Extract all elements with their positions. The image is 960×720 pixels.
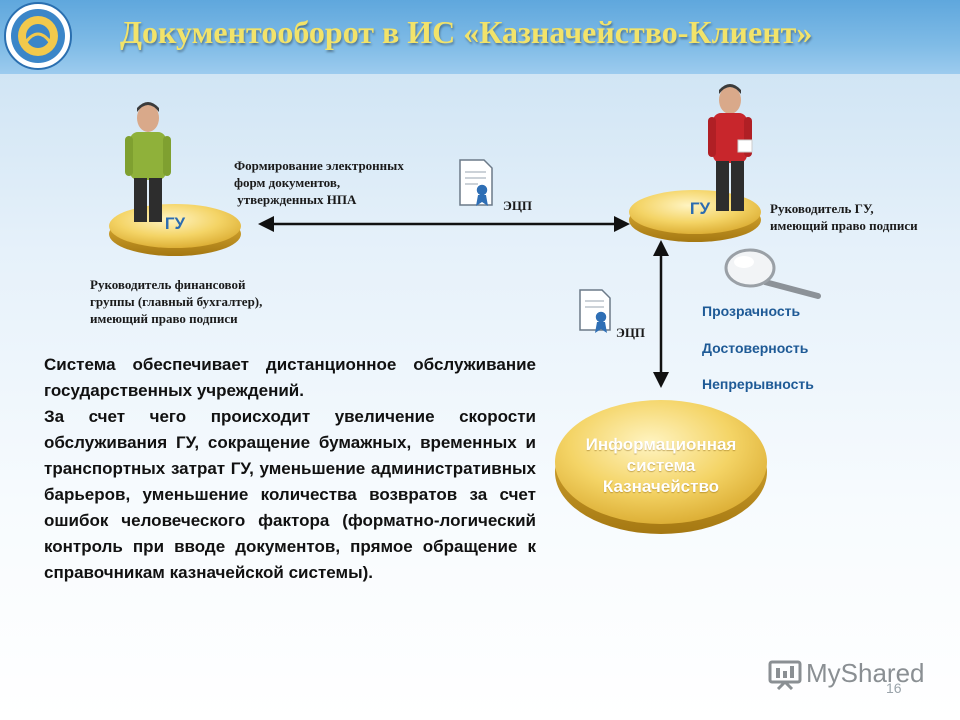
feature-reliability: Достоверность bbox=[702, 340, 809, 356]
page-title: Документооборот в ИС «Казначейство-Клиен… bbox=[120, 14, 813, 50]
left-person-caption: Руководитель финансовой группы (главный … bbox=[90, 276, 350, 327]
watermark-text: MyShared bbox=[806, 658, 925, 688]
vertical-double-arrow bbox=[653, 240, 669, 388]
description-paragraph: Система обеспечивает дистанционное обслу… bbox=[44, 355, 536, 400]
right-person-caption: Руководитель ГУ, имеющий право подписи bbox=[770, 200, 955, 234]
caption-line: имеющий право подписи bbox=[90, 311, 238, 326]
ecp-top-label: ЭЦП bbox=[503, 198, 533, 213]
person-left-figure bbox=[125, 102, 171, 222]
feature-transparency: Прозрачность bbox=[702, 303, 801, 319]
certificate-icon-top bbox=[459, 159, 493, 206]
page-number: 16 bbox=[886, 680, 902, 696]
is-label-line: система bbox=[626, 456, 696, 475]
caption-line: группы (главный бухгалтер), bbox=[90, 294, 263, 309]
is-label-line: Информационная bbox=[585, 435, 737, 454]
emblem-logo bbox=[4, 2, 72, 70]
left-gu-disc bbox=[109, 204, 241, 256]
person-right-figure bbox=[708, 84, 753, 211]
ecp-side-label: ЭЦП bbox=[616, 325, 646, 340]
header-band bbox=[0, 0, 960, 74]
left-gu-label: ГУ bbox=[164, 214, 186, 233]
treasury-is-disc bbox=[555, 400, 767, 534]
caption-line: Руководитель финансовой bbox=[90, 277, 246, 292]
certificate-icon-side bbox=[579, 289, 611, 333]
watermark: MyShared bbox=[768, 658, 928, 694]
horizontal-double-arrow bbox=[258, 216, 630, 232]
caption-line: имеющий право подписи bbox=[770, 218, 918, 233]
arrow-label-line: утвержденных НПА bbox=[234, 192, 357, 207]
right-gu-label: ГУ bbox=[689, 199, 711, 218]
description-paragraph: За счет чего происходит увеличение скоро… bbox=[44, 407, 536, 582]
description-text: Система обеспечивает дистанционное обслу… bbox=[44, 352, 536, 586]
feature-continuity: Непрерывность bbox=[702, 376, 814, 392]
is-label-line: Казначейство bbox=[602, 477, 720, 496]
arrow-label-line: форм документов, bbox=[234, 175, 341, 190]
treasury-is-label: Информационная система Казначейство bbox=[566, 434, 756, 497]
magnifier-icon bbox=[724, 248, 821, 299]
presentation-icon bbox=[768, 660, 802, 690]
arrow-label-line: Формирование электронных bbox=[234, 158, 404, 173]
arrow-label: Формирование электронных форм документов… bbox=[234, 157, 464, 208]
caption-line: Руководитель ГУ, bbox=[770, 201, 874, 216]
